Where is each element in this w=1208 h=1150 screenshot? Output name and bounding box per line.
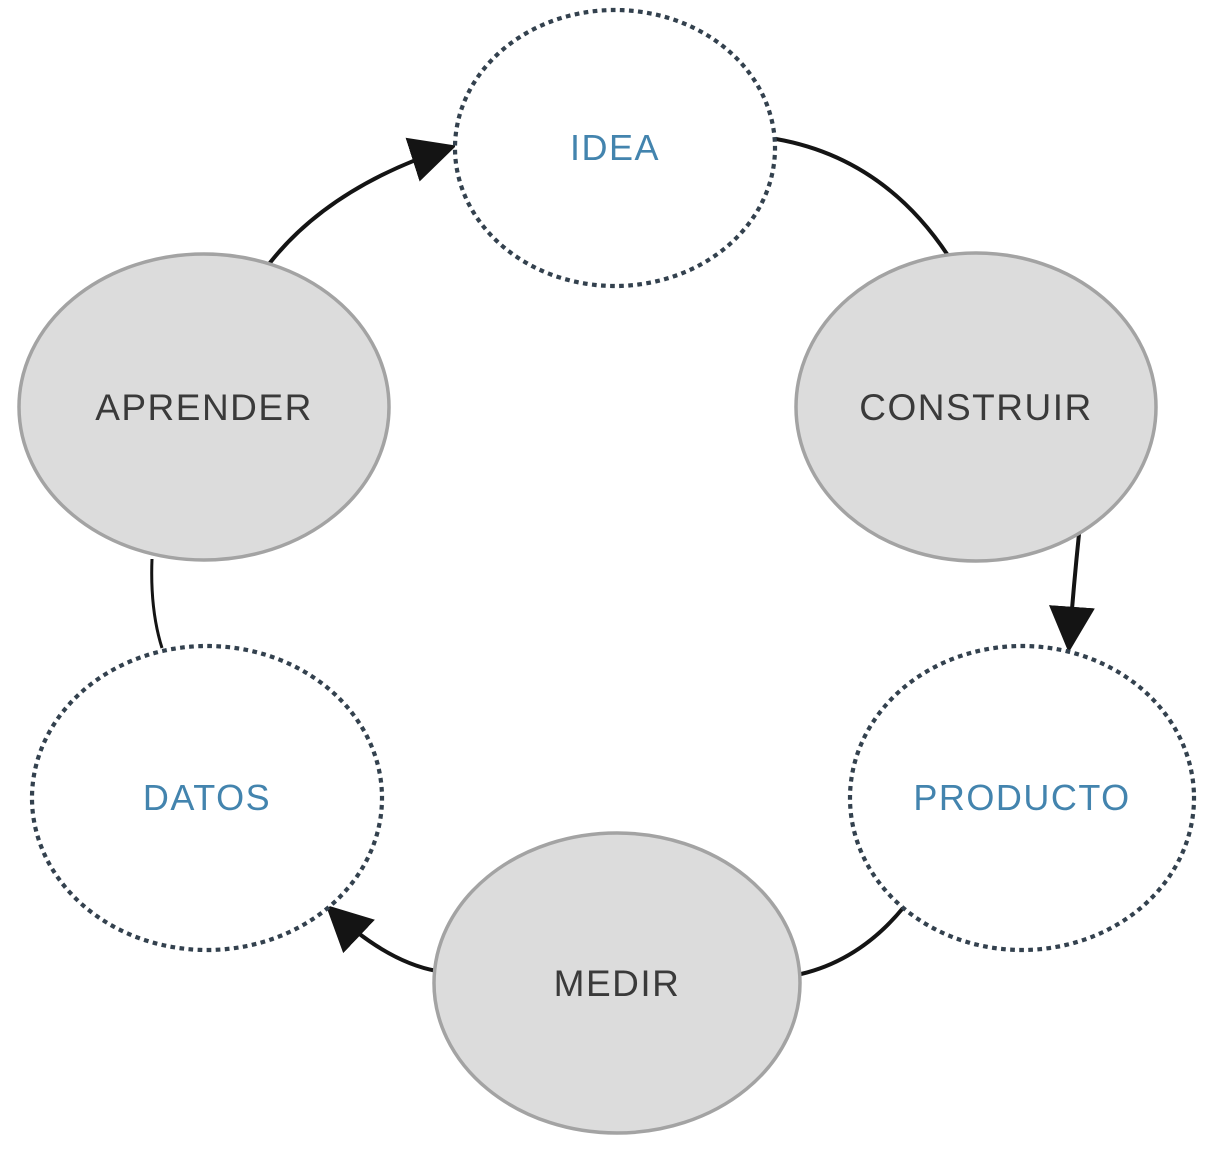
node-medir[interactable]: MEDIR <box>432 831 802 1135</box>
edge-aprender-idea <box>267 137 457 266</box>
node-construir[interactable]: CONSTRUIR <box>794 251 1158 563</box>
producto-label: PRODUCTO <box>913 777 1130 818</box>
datos-label: DATOS <box>143 777 271 818</box>
edge-datos-aprender <box>150 558 164 649</box>
connectors <box>150 137 1095 976</box>
edge-construir-producto <box>1049 533 1095 653</box>
datos-circle[interactable] <box>29 643 385 953</box>
edge-medir-datos <box>325 904 438 973</box>
aprender-label: APRENDER <box>95 387 313 428</box>
aprender-circle[interactable] <box>17 252 391 562</box>
construir-circle[interactable] <box>794 251 1158 563</box>
construir-label: CONSTRUIR <box>859 387 1092 428</box>
edge-producto-medir <box>800 906 905 976</box>
node-aprender[interactable]: APRENDER <box>17 252 391 562</box>
node-datos[interactable]: DATOS <box>29 643 385 953</box>
medir-circle[interactable] <box>432 831 802 1135</box>
node-idea[interactable]: IDEA <box>452 7 778 289</box>
idea-circle[interactable] <box>452 7 778 289</box>
idea-label: IDEA <box>570 127 660 168</box>
medir-label: MEDIR <box>554 963 681 1004</box>
node-producto[interactable]: PRODUCTO <box>847 643 1197 953</box>
edge-idea-construir <box>775 137 951 259</box>
producto-circle[interactable] <box>847 643 1197 953</box>
